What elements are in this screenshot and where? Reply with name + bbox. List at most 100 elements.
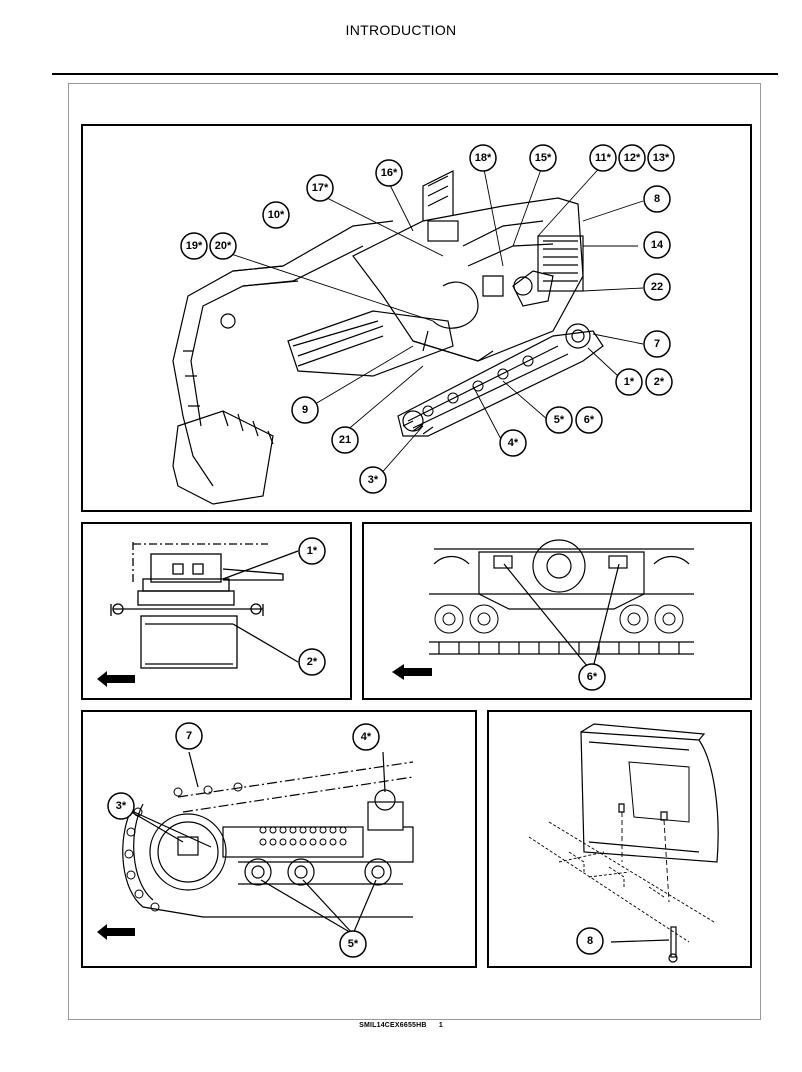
callout-label: 2* — [307, 656, 318, 668]
page-footer: SMIL14CEX6655HB 1 — [0, 1022, 802, 1029]
callout-1-star: 1* — [298, 537, 326, 565]
callout-label: 1* — [624, 376, 635, 388]
callout-circle — [359, 466, 387, 494]
excavator-illustration: 18* 15* 11* 12* 13* 16* 17* 8 10* 14 19* 20* 22 7 1* 2*… — [172, 144, 675, 505]
callout-circle — [469, 144, 497, 172]
illustration-frame — [68, 83, 761, 1020]
callout-6-star: 6* — [578, 663, 606, 691]
callout-label: 11* — [595, 152, 612, 164]
callout-circle — [643, 231, 671, 259]
callout-11-star: 11* — [589, 144, 617, 172]
callout-label: 16* — [381, 167, 398, 179]
callout-circle — [545, 406, 573, 434]
callout-8: 8 — [643, 185, 671, 213]
callout-1-star: 1* — [615, 368, 643, 396]
front-direction-arrow-icon — [97, 671, 135, 687]
callout-circle — [529, 144, 557, 172]
callout-circle — [298, 648, 326, 676]
front-direction-arrow-icon — [97, 924, 135, 940]
callout-circle — [647, 144, 675, 172]
callout-label: 5* — [348, 938, 359, 950]
callout-label: 4* — [508, 437, 519, 449]
callout-3-star: 3* — [107, 792, 135, 820]
page-title: INTRODUCTION — [345, 22, 457, 38]
callout-label: 4* — [361, 731, 372, 743]
callout-label: 7 — [654, 338, 660, 350]
callout-label: 18* — [475, 152, 492, 164]
callout-circle — [375, 159, 403, 187]
callout-circle — [291, 396, 319, 424]
callout-circle — [643, 185, 671, 213]
callout-3-star: 3* — [359, 466, 387, 494]
track-guard-figure: 6* — [362, 522, 752, 700]
callout-circle — [576, 927, 604, 955]
final-drive-figure: 1* 2* — [81, 522, 352, 700]
callout-circle — [499, 429, 527, 457]
page-number: 1 — [438, 1022, 443, 1029]
front-direction-arrow-icon — [392, 664, 432, 680]
callout-20-star: 20* — [209, 232, 237, 260]
callout-circle — [645, 368, 673, 396]
callout-label: 10* — [268, 209, 285, 221]
callout-label: 6* — [584, 414, 595, 426]
callout-circle — [618, 144, 646, 172]
callout-12-star: 12* — [618, 144, 646, 172]
callout-label: 5* — [554, 414, 565, 426]
callout-circle — [352, 723, 380, 751]
callout-label: 17* — [312, 182, 329, 194]
callout-label: 6* — [587, 671, 598, 683]
callout-circle — [589, 144, 617, 172]
final-drive-illustration: 1* 2* — [97, 537, 326, 687]
callout-19-star: 19* — [180, 232, 208, 260]
callout-label: 21 — [339, 434, 351, 446]
excavator-overview-figure: 18* 15* 11* 12* 13* 16* 17* 8 10* 14 19* 20* 22 7 1* 2*… — [81, 124, 752, 512]
callout-circle — [339, 930, 367, 958]
callout-circle — [209, 232, 237, 260]
callout-circle — [615, 368, 643, 396]
callout-10-star: 10* — [262, 201, 290, 229]
callout-label: 8 — [654, 193, 660, 205]
callout-label: 1* — [307, 545, 318, 557]
callout-label: 12* — [624, 152, 641, 164]
callout-2-star: 2* — [645, 368, 673, 396]
callout-6-star: 6* — [575, 406, 603, 434]
callout-label: 3* — [116, 800, 127, 812]
callout-circle — [306, 174, 334, 202]
callout-circle — [331, 426, 359, 454]
document-code: SMIL14CEX6655HB — [359, 1022, 427, 1029]
callout-7: 7 — [643, 330, 671, 358]
callout-circle — [575, 406, 603, 434]
callout-circle — [643, 330, 671, 358]
callout-14: 14 — [643, 231, 671, 259]
callout-4-star: 4* — [352, 723, 380, 751]
callout-label: 19* — [186, 240, 203, 252]
callout-16-star: 16* — [375, 159, 403, 187]
callout-2-star: 2* — [298, 648, 326, 676]
header-rule — [52, 73, 778, 75]
callout-9: 9 — [291, 396, 319, 424]
callout-label: 13* — [653, 152, 670, 164]
callout-15-star: 15* — [529, 144, 557, 172]
track-guard-illustration: 6* — [392, 539, 694, 691]
callout-13-star: 13* — [647, 144, 675, 172]
callout-circle — [175, 722, 203, 750]
counterweight-illustration: 8 — [528, 723, 719, 963]
callout-circle — [180, 232, 208, 260]
callout-label: 20* — [215, 240, 232, 252]
callout-circle — [643, 273, 671, 301]
callout-circle — [298, 537, 326, 565]
callout-label: 9 — [302, 404, 308, 416]
callout-5-star: 5* — [339, 930, 367, 958]
callout-label: 3* — [368, 474, 379, 486]
callout-17-star: 17* — [306, 174, 334, 202]
callout-circle — [262, 201, 290, 229]
callout-label: 15* — [535, 152, 552, 164]
callout-8: 8 — [576, 927, 604, 955]
callout-22: 22 — [643, 273, 671, 301]
callout-4-star: 4* — [499, 429, 527, 457]
callout-label: 14 — [651, 239, 664, 251]
callout-label: 22 — [651, 281, 663, 293]
counterweight-figure: 8 — [487, 710, 752, 968]
